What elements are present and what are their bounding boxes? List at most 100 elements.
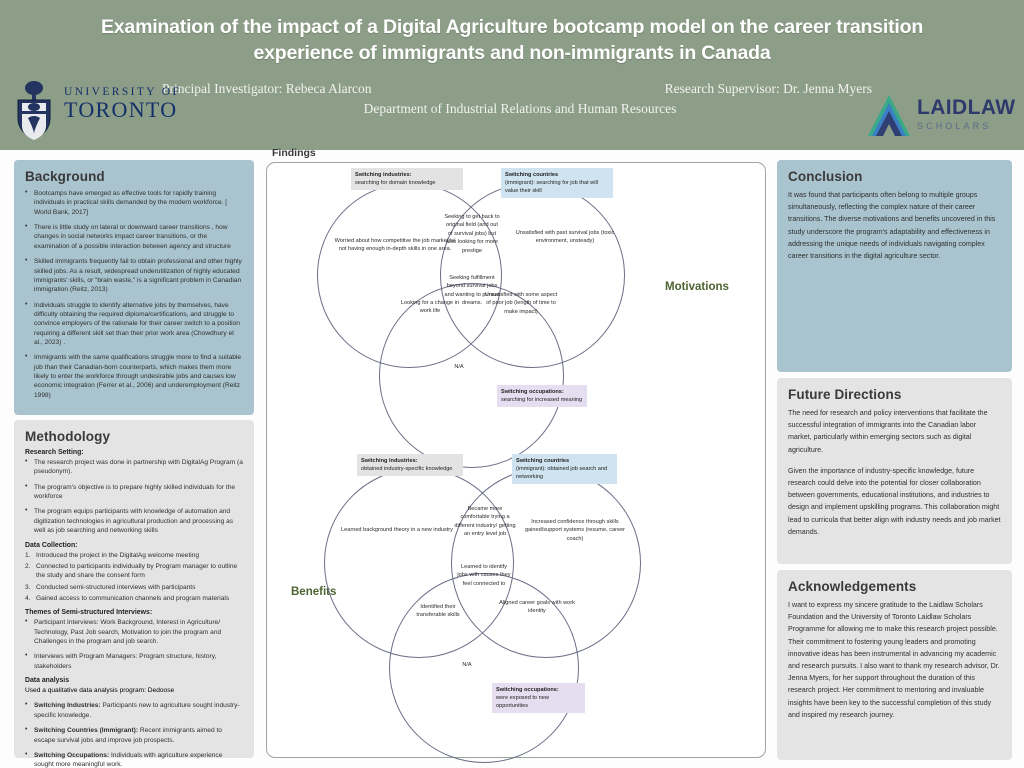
- background-panel: Background Bootcamps have emerged as eff…: [14, 160, 254, 415]
- motivations-tag-switching-countries: Switching countries (immigrant): searchi…: [501, 168, 613, 199]
- principal-investigator: Principal Investigator: Rebeca Alarcon: [162, 81, 372, 96]
- acknowledgements-text: I want to express my sincere gratitude t…: [788, 601, 1000, 719]
- department-line: Department of Industrial Relations and H…: [363, 101, 677, 116]
- list-item-label: Switching Occupations:: [34, 751, 110, 759]
- list-item: Switching Industries: Participants new t…: [25, 700, 243, 720]
- benefits-occupations-only-text: Identified their transferable skills: [416, 604, 460, 619]
- tag-label: Switching occupations:: [501, 389, 564, 395]
- list-item: Switching Countries (Immigrant): Recent …: [25, 725, 243, 745]
- acknowledgements-panel: Acknowledgements I want to express my si…: [777, 570, 1012, 760]
- laidlaw-triangle-icon: [868, 95, 910, 136]
- benefits-center-overlap-text: Learned to identify jobs with causes the…: [457, 564, 511, 587]
- motivations-tag-switching-occupations: Switching occupations: searching for inc…: [497, 385, 587, 408]
- benefits-circle-occupations: [389, 573, 579, 763]
- themes-list: Participant Interviews: Work Background,…: [25, 617, 243, 671]
- methodology-heading: Methodology: [25, 429, 111, 444]
- benefits-industries-countries-overlap-text: Became more comfortable trying a differe…: [454, 506, 516, 538]
- laidlaw-scholars-logo: LAIDLAW SCHOLARS: [865, 92, 1015, 146]
- list-item: Bootcamps have emerged as effective tool…: [25, 188, 243, 217]
- uoft-line2: TORONTO: [64, 97, 178, 122]
- data-analysis-heading: Data analysis: [25, 677, 70, 685]
- conclusion-panel: Conclusion It was found that participant…: [777, 160, 1012, 372]
- tag-text: searching for increased meaning: [501, 397, 583, 404]
- tag-text: (immigrant): searching for job that will…: [505, 180, 598, 195]
- motivations-section-label: Motivations: [665, 281, 729, 293]
- list-item: The research project was done in partner…: [25, 457, 243, 477]
- benefits-tag-switching-occupations: Switching occupations: were exposed to n…: [492, 683, 585, 714]
- list-item: Gained access to communication channels …: [25, 594, 230, 604]
- uoft-crest-icon: [17, 81, 51, 140]
- list-item-label: Switching Industries:: [34, 702, 101, 710]
- laidlaw-line1: LAIDLAW: [917, 96, 1016, 119]
- laidlaw-wordmark: LAIDLAW SCHOLARS: [917, 96, 1015, 131]
- list-item-text: Recent immigrants aimed to escape surviv…: [34, 727, 222, 744]
- future-directions-panel: Future Directions The need for research …: [777, 378, 1012, 564]
- list-item-text: Participants new to agriculture sought i…: [34, 702, 240, 719]
- data-analysis-text: Used a qualitative data analysis program…: [25, 687, 175, 695]
- tag-text: were exposed to new opportunities: [496, 695, 549, 710]
- tag-text: searching for domain knowledge: [355, 180, 436, 187]
- list-item: Immigrants with the same qualifications …: [25, 352, 243, 400]
- tag-text: (immigrant): obtained job search and net…: [516, 466, 608, 481]
- laidlaw-line2: SCHOLARS: [917, 121, 992, 131]
- uoft-wordmark: UNIVERSITY OF TORONTO: [64, 86, 181, 121]
- tag-text: obtained industry-specific knowledge: [361, 466, 453, 473]
- motivations-occupations-only-text: Looking for a change in work life: [400, 300, 460, 315]
- methodology-panel: Methodology Research Setting: The resear…: [14, 420, 254, 768]
- themes-heading: Themes of Semi-structured Interviews:: [25, 609, 153, 617]
- benefits-section-label: Benefits: [291, 586, 337, 598]
- list-item: Switching Occupations: Individuals with …: [25, 750, 243, 768]
- list-item-text: Individuals with agriculture experience …: [34, 751, 223, 768]
- data-collection-heading: Data Collection:: [25, 541, 78, 549]
- list-item-label: Switching Countries (Immigrant):: [34, 727, 139, 735]
- motivations-countries-occupations-overlap-text: Unsatisfied with some aspect of prior jo…: [484, 292, 558, 315]
- motivations-industries-only-text: Worried about how competitive the job ma…: [334, 238, 456, 253]
- list-item: Introduced the project in the DigitalAg …: [25, 551, 200, 561]
- benefits-industries-only-text: Learned background theory in a new indus…: [341, 527, 453, 533]
- tag-label: Switching countries: [516, 458, 570, 464]
- motivations-industries-countries-overlap-text: Seeking to get back to original field (a…: [444, 214, 500, 254]
- university-of-toronto-logo: UNIVERSITY OF TORONTO: [8, 80, 183, 142]
- research-supervisor: Research Supervisor: Dr. Jenna Myers: [664, 81, 872, 96]
- future-directions-paragraph-2: Given the importance of industry-specifi…: [788, 466, 1001, 536]
- motivations-industries-occupations-na-text: N/A: [454, 364, 464, 370]
- future-directions-paragraph-1: The need for research and policy interve…: [788, 409, 988, 454]
- motivations-center-overlap-text: Seeking fulfillment beyond survival jobs…: [444, 275, 500, 307]
- list-item: Participant Interviews: Work Background,…: [25, 617, 243, 646]
- tag-label: Switching occupations:: [496, 687, 559, 693]
- data-collection-list: Introduced the project in the DigitalAg …: [25, 551, 243, 604]
- list-item: Skilled immigrants frequently fail to ob…: [25, 256, 243, 294]
- motivations-tag-switching-industries: Switching industries: searching for doma…: [351, 168, 463, 191]
- list-item: There is little study on lateral or down…: [25, 222, 243, 251]
- research-setting-heading: Research Setting:: [25, 449, 84, 456]
- uoft-line1: UNIVERSITY OF: [64, 86, 182, 98]
- page-title: Examination of the impact of a Digital A…: [100, 16, 924, 65]
- acknowledgements-heading: Acknowledgements: [788, 579, 917, 594]
- list-item: The program equips participants with kno…: [25, 506, 243, 535]
- future-directions-heading: Future Directions: [788, 387, 902, 402]
- tag-label: Switching industries:: [355, 172, 412, 178]
- benefits-tag-switching-industries: Switching industries: obtained industry-…: [357, 454, 463, 477]
- findings-heading: Findings: [272, 147, 316, 159]
- tag-label: Switching countries: [505, 172, 559, 178]
- motivations-countries-only-text: Unsatisfied with past survival jobs (tox…: [515, 230, 615, 245]
- benefits-tag-switching-countries: Switching countries (immigrant): obtaine…: [512, 454, 617, 485]
- motivations-circle-occupations: [379, 283, 564, 468]
- list-item: Connected to participants individually b…: [25, 562, 238, 580]
- benefits-countries-occupations-overlap-text: Aligned career goals with work identity: [499, 600, 575, 615]
- benefits-countries-only-text: Increased confidence through skills gain…: [524, 519, 626, 542]
- background-bullet-list: Bootcamps have emerged as effective tool…: [25, 188, 243, 400]
- findings-panel: Motivations Worried about how competitiv…: [266, 162, 766, 763]
- list-item: Interviews with Program Managers: Progra…: [25, 651, 243, 671]
- methodology-findings-list: Switching Industries: Participants new t…: [25, 700, 243, 768]
- conclusion-heading: Conclusion: [788, 169, 863, 184]
- tag-label: Switching industries:: [361, 458, 418, 464]
- list-item: The program's objective is to prepare hi…: [25, 482, 243, 502]
- poster-header: Examination of the impact of a Digital A…: [0, 0, 1024, 150]
- benefits-industries-occupations-na-text: N/A: [462, 662, 472, 668]
- list-item: Individuals struggle to identify alterna…: [25, 300, 243, 348]
- conclusion-text: It was found that participants often bel…: [788, 191, 996, 260]
- background-heading: Background: [25, 169, 105, 184]
- list-item: Conducted semi-structured interviews wit…: [25, 583, 196, 593]
